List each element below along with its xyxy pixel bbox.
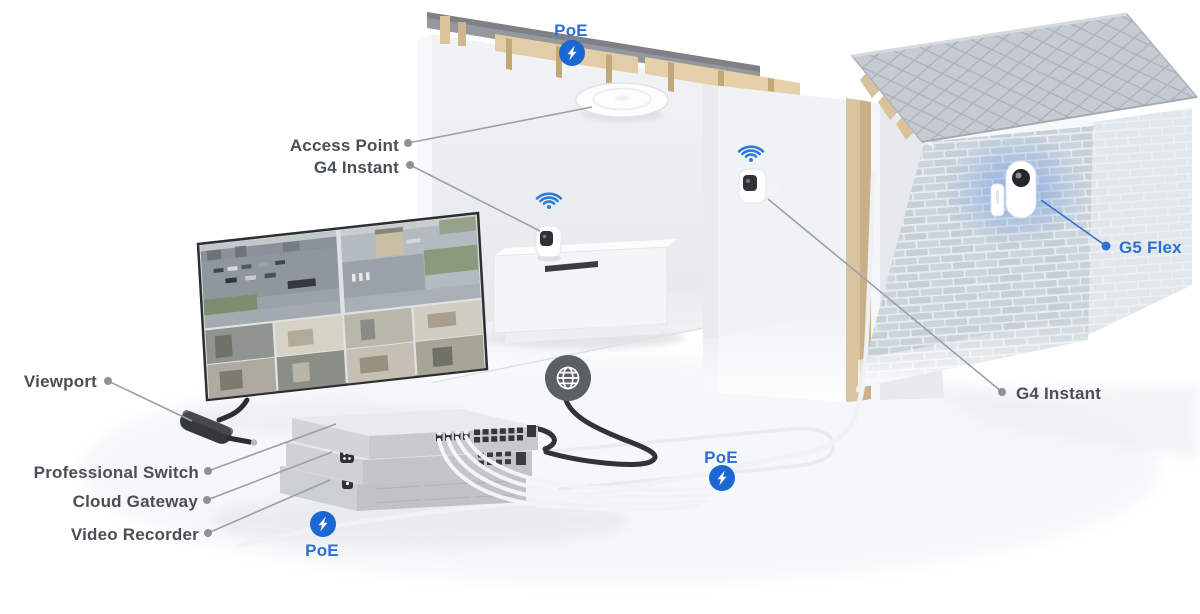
label-access-point: Access Point [290,136,399,155]
poe-bolt-icon [559,40,585,66]
poe-bolt-icon [709,465,735,491]
poe-mid-label: PoE [704,448,738,467]
wall-drop-cable [855,173,876,393]
poe-marker-bottom: PoE [305,511,339,560]
cabinet-handle [545,261,598,272]
poe-marker-mid: PoE [704,448,738,491]
rack-stack [280,409,717,512]
viewport-monitor [180,211,489,446]
globe-icon [544,354,592,402]
professional-switch-device [292,409,538,459]
wall-wood-layer [846,98,860,402]
label-cloud-gateway: Cloud Gateway [73,492,199,511]
cabinet [485,239,685,349]
g5-flex-device [990,160,1037,219]
roof [850,12,1199,148]
access-point-device [575,82,669,122]
leader-lines [107,106,1107,534]
patch-cables [437,435,717,512]
label-professional-switch: Professional Switch [34,463,199,482]
g4-instant-right-device [738,168,779,204]
poe-top-label: PoE [554,21,588,40]
label-g5-flex: G5 Flex [1119,238,1182,257]
poe-bottom-label: PoE [305,541,339,560]
viewport-device [180,397,258,446]
annotations: Access Point G4 Instant Viewport Profess… [24,21,1182,560]
poe-bolt-icon [310,511,336,537]
interior-wall [703,84,880,402]
g4-instant-left-device [535,225,562,262]
leader-dots [104,139,1111,537]
label-g4-instant-right: G4 Instant [1016,384,1101,403]
wan-cable [543,397,658,467]
poe-cable-run [537,381,866,509]
internet [531,354,658,467]
poe-marker-top: PoE [554,21,588,66]
label-g4-instant-left: G4 Instant [314,158,399,177]
label-video-recorder: Video Recorder [71,525,199,544]
label-viewport: Viewport [24,372,97,391]
brick-house [850,12,1199,400]
floor [80,355,1200,585]
camera-feed-grid [200,215,485,399]
